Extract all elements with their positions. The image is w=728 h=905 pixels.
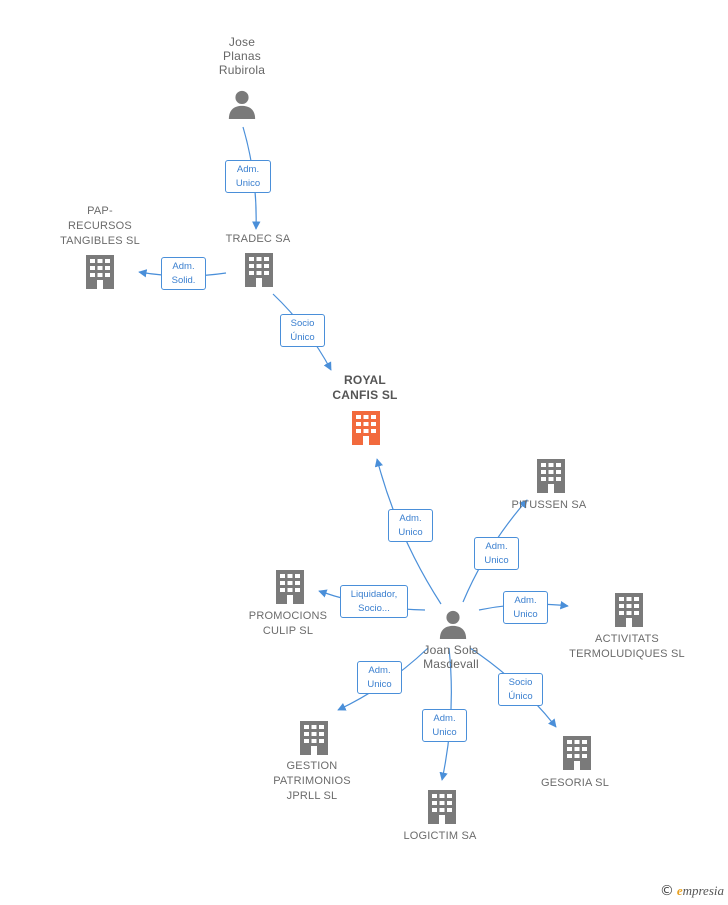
edge-label-line: Unico: [513, 608, 538, 620]
edge-label-line: Socio...: [358, 602, 390, 614]
brand-name: mpresia: [682, 883, 724, 898]
pitussen-building-icon[interactable]: [537, 459, 565, 493]
royal-building-icon[interactable]: [352, 411, 380, 445]
promocions-building-icon[interactable]: [276, 570, 304, 604]
node-label-line: TRADEC SA: [225, 233, 291, 245]
edge-label-joan-royal: Adm. Unico: [388, 509, 433, 542]
edge-label-line: Unico: [235, 177, 261, 189]
node-label-line: Joan Sola: [423, 643, 479, 657]
node-label-tradec[interactable]: TRADEC SA: [178, 232, 338, 247]
jose-person-icon[interactable]: [228, 90, 256, 119]
node-label-pap[interactable]: PAP- RECURSOS TANGIBLES SL: [20, 204, 180, 249]
tradec-building-icon[interactable]: [245, 253, 273, 287]
node-label-line: Planas: [223, 49, 261, 63]
node-label-line: GESORIA SL: [540, 777, 610, 789]
gesoria-building-icon[interactable]: [563, 736, 591, 770]
brand-initial: e: [676, 883, 683, 898]
node-label-gesoria[interactable]: GESORIA SL: [495, 776, 655, 791]
node-label-line: Jose: [228, 35, 256, 49]
edge-label-line: Adm.: [433, 712, 456, 724]
brand-logo: ©empresia: [660, 883, 724, 899]
node-label-line: Masdevall: [423, 657, 479, 671]
edge-label-line: Socio: [290, 317, 315, 329]
edge-label-line: Solid.: [171, 274, 196, 286]
node-label-gestion[interactable]: GESTION PATRIMONIOS JPRLL SL: [232, 759, 392, 804]
edge-label-line: Unico: [398, 526, 423, 538]
edge-label-joan-logictim: Adm. Unico: [422, 709, 467, 742]
logictim-building-icon[interactable]: [428, 790, 456, 824]
node-label-line: TERMOLUDIQUES SL: [569, 648, 685, 660]
node-label-line: ACTIVITATS: [595, 633, 659, 645]
node-label-line: RECURSOS: [68, 220, 132, 232]
node-label-line: PAP-: [87, 205, 113, 217]
node-label-pitussen[interactable]: PITUSSEN SA: [469, 498, 629, 513]
edge-label-line: Único: [508, 690, 533, 702]
node-label-line: CANFIS SL: [332, 388, 398, 402]
edge-label-line: Adm.: [514, 594, 537, 606]
node-label-line: CULIP SL: [262, 625, 314, 637]
edge-label-joan-activitats: Adm. Unico: [503, 591, 548, 624]
node-label-activitats[interactable]: ACTIVITATS TERMOLUDIQUES SL: [547, 632, 707, 662]
edge-label-line: Unico: [484, 554, 509, 566]
gestion-building-icon[interactable]: [300, 721, 328, 755]
node-label-line: Rubirola: [218, 63, 266, 77]
node-label-line: TANGIBLES SL: [60, 235, 140, 247]
edge-label-line: Socio: [508, 676, 533, 688]
pap-building-icon[interactable]: [86, 255, 114, 289]
edge-label-line: Unico: [432, 726, 457, 738]
edge-label-line: Adm.: [368, 664, 391, 676]
node-label-line: ROYAL: [344, 373, 386, 387]
edge-label-joan-gestion: Adm. Unico: [357, 661, 402, 694]
edge-label-jose-tradec: Adm. Unico: [225, 160, 271, 193]
node-label-promocions[interactable]: PROMOCIONS CULIP SL: [208, 609, 368, 639]
edge-label-line: Liquidador,: [350, 588, 398, 600]
edge-label-line: Adm.: [485, 540, 508, 552]
node-label-logictim[interactable]: LOGICTIM SA: [360, 829, 520, 844]
edge-label-line: Unico: [367, 678, 392, 690]
node-label-line: LOGICTIM SA: [403, 830, 477, 842]
edge-label-tradec-pap: Adm. Solid.: [161, 257, 206, 290]
activitats-building-icon[interactable]: [615, 593, 643, 627]
node-label-line: PITUSSEN SA: [511, 499, 587, 511]
node-label-line: JPRLL SL: [286, 790, 338, 802]
joan-person-icon[interactable]: [439, 610, 467, 639]
edge-label-line: Adm.: [236, 163, 260, 175]
edge-label-joan-pitussen: Adm. Unico: [474, 537, 519, 570]
copyright-symbol: ©: [659, 883, 674, 899]
node-label-line: PROMOCIONS: [248, 610, 328, 622]
node-label-line: PATRIMONIOS: [273, 775, 351, 787]
edge-label-joan-promocions: Liquidador, Socio...: [340, 585, 408, 618]
edge-label-line: Único: [290, 331, 315, 343]
edge-label-line: Adm.: [172, 260, 195, 272]
edge-label-line: Adm.: [399, 512, 422, 524]
node-label-line: GESTION: [286, 760, 338, 772]
